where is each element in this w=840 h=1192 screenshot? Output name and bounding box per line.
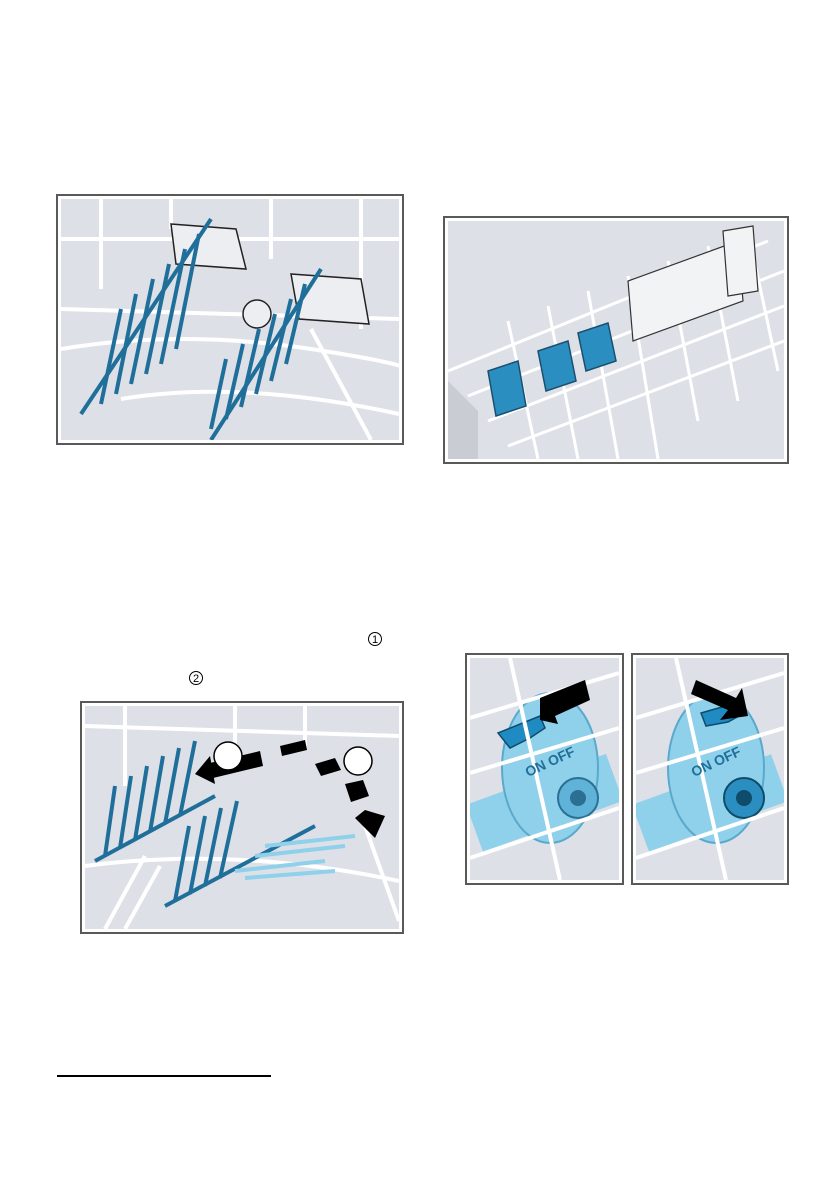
figure-tine-rack-clips	[56, 194, 404, 445]
step-marker-1: 1	[368, 632, 382, 646]
tine-rack-clip-icon	[61, 199, 399, 440]
cutlery-drawer-icon	[448, 221, 784, 459]
step-marker-2: 2	[189, 671, 203, 685]
footnote-separator	[57, 1075, 271, 1077]
valve-switch-off-icon: ON OFF	[636, 658, 784, 880]
figure-switch-on: ON OFF	[465, 653, 624, 885]
valve-switch-on-icon: ON OFF	[470, 658, 619, 880]
fold-tines-icon	[85, 706, 399, 929]
figure-fold-tines	[80, 701, 404, 934]
figure-cutlery-drawer	[443, 216, 789, 464]
figure-switch-off: ON OFF	[631, 653, 789, 885]
